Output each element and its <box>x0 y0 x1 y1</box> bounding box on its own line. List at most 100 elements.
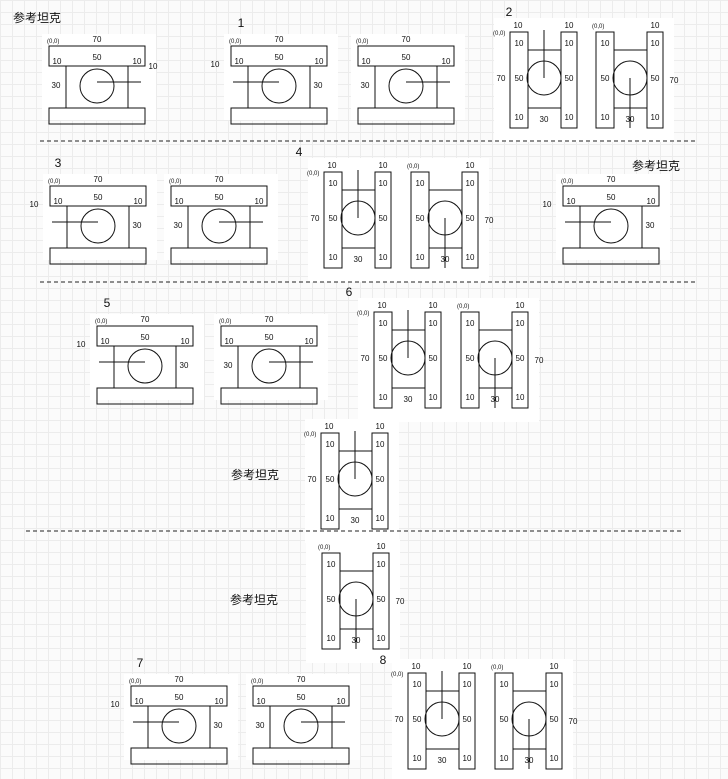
origin-label: (0,0) <box>356 39 368 45</box>
dimension-50-label: 50 <box>377 595 386 604</box>
diagram-number: 3 <box>55 156 62 170</box>
dimension-10-label: 10 <box>550 662 559 671</box>
dimension-10-outer-label: 10 <box>543 200 552 209</box>
diagram-number: 1 <box>238 16 245 30</box>
dimension-10-label: 10 <box>429 301 438 310</box>
dimension-50-label: 50 <box>413 715 422 724</box>
origin-label: (0,0) <box>47 39 59 45</box>
dimension-70-label: 70 <box>535 356 544 365</box>
dimension-10-label: 10 <box>255 197 264 206</box>
dimension-30-label: 30 <box>404 395 413 404</box>
origin-label: (0,0) <box>219 319 231 325</box>
dimension-50-label: 50 <box>516 354 525 363</box>
dimension-70-label: 70 <box>607 175 616 184</box>
tank-turret <box>79 68 115 104</box>
dimension-10-label: 10 <box>215 697 224 706</box>
dimension-10-label: 10 <box>466 161 475 170</box>
tank-hull <box>579 205 643 249</box>
dimension-50-label: 50 <box>429 354 438 363</box>
origin-label: (0,0) <box>229 39 241 45</box>
dimension-70-label: 70 <box>275 35 284 44</box>
dimension-10-label: 10 <box>379 179 388 188</box>
dimension-10-label: 10 <box>337 697 346 706</box>
dimension-30-label: 30 <box>626 115 635 124</box>
dimension-70-label: 70 <box>93 35 102 44</box>
dimension-10-label: 10 <box>379 319 388 328</box>
dimension-10-label: 10 <box>54 197 63 206</box>
dimension-10-label: 10 <box>377 634 386 643</box>
dimension-50-label: 50 <box>402 53 411 62</box>
origin-label: (0,0) <box>561 179 573 185</box>
dimension-30-label: 30 <box>352 636 361 645</box>
origin-label: (0,0) <box>48 179 60 185</box>
diagram-number: 6 <box>346 285 353 299</box>
dimension-70-label: 70 <box>94 175 103 184</box>
dimension-50-label: 50 <box>466 354 475 363</box>
dimension-10-label: 10 <box>651 21 660 30</box>
dimension-50-label: 50 <box>275 53 284 62</box>
tank-hull <box>187 205 251 249</box>
dimension-10-label: 10 <box>53 57 62 66</box>
dimension-30-label: 30 <box>174 221 183 230</box>
dimension-10-label: 10 <box>379 253 388 262</box>
tank-frame <box>246 674 360 760</box>
dimension-10-label: 10 <box>377 560 386 569</box>
origin-label: (0,0) <box>95 319 107 325</box>
dimension-10-label: 10 <box>463 662 472 671</box>
dimension-10-label: 10 <box>466 393 475 402</box>
tank-hull <box>247 65 311 109</box>
diagram-number: 4 <box>296 145 303 159</box>
origin-label: (0,0) <box>169 179 181 185</box>
tank-hull <box>237 345 301 389</box>
tank-turret <box>283 708 319 744</box>
dimension-10-label: 10 <box>514 21 523 30</box>
dimension-70-label: 70 <box>215 175 224 184</box>
dimension-70-label: 70 <box>670 76 679 85</box>
dimension-50-label: 50 <box>379 214 388 223</box>
dimension-10-label: 10 <box>326 514 335 523</box>
dimension-30-label: 30 <box>525 756 534 765</box>
dimension-10-label: 10 <box>135 697 144 706</box>
dimension-10-label: 10 <box>327 634 336 643</box>
dimension-70-label: 70 <box>141 315 150 324</box>
dimension-10-label: 10 <box>429 393 438 402</box>
dimension-50-label: 50 <box>463 715 472 724</box>
origin-label: (0,0) <box>491 665 503 671</box>
dimension-30-label: 30 <box>314 81 323 90</box>
tank-hull <box>113 345 177 389</box>
dimension-10-label: 10 <box>329 253 338 262</box>
dimension-10-label: 10 <box>133 57 142 66</box>
diagram-number-6: 6 <box>346 285 353 299</box>
dimension-10-label: 10 <box>413 680 422 689</box>
dimension-70-label: 70 <box>297 675 306 684</box>
tank-turret <box>80 208 116 244</box>
dimension-10-label: 10 <box>466 253 475 262</box>
dimension-10-label: 10 <box>181 337 190 346</box>
dimension-10-label: 10 <box>651 113 660 122</box>
dimension-30-label: 30 <box>438 756 447 765</box>
dimension-50-label: 50 <box>601 74 610 83</box>
tank-frame <box>42 34 156 120</box>
dimension-10-label: 10 <box>175 197 184 206</box>
dimension-10-label: 10 <box>500 754 509 763</box>
dimension-30-label: 30 <box>224 361 233 370</box>
diagram-number: 5 <box>104 296 111 310</box>
tank-turret <box>388 68 424 104</box>
origin-label: (0,0) <box>457 304 469 310</box>
dimension-10-label: 10 <box>463 680 472 689</box>
dimension-30-label: 30 <box>214 721 223 730</box>
dimension-30-label: 30 <box>354 255 363 264</box>
dimension-70-label: 70 <box>485 216 494 225</box>
tank-hull <box>65 65 129 109</box>
dimension-10-label: 10 <box>413 754 422 763</box>
origin-label: (0,0) <box>391 672 403 678</box>
reference-tank-label: 参考坦克 <box>230 592 278 607</box>
